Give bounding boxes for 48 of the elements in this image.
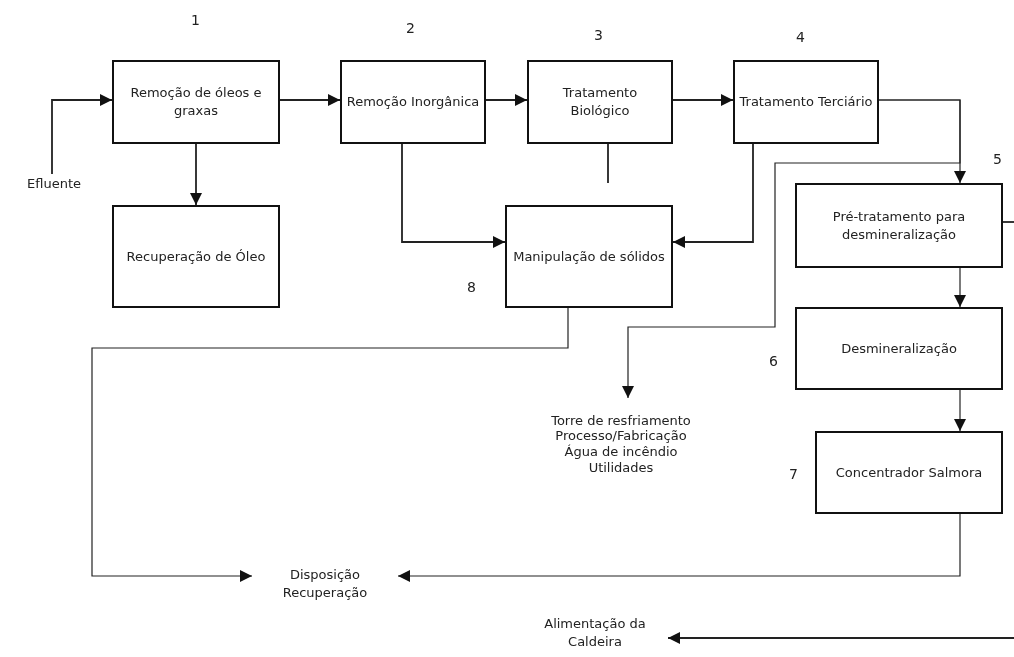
step-number: 3: [594, 27, 603, 43]
flow-label: Alimentação da Caldeira: [543, 615, 647, 651]
process-box: [340, 60, 486, 144]
box-label: Concentrador Salmora: [835, 463, 983, 482]
flow-label: Torre de resfriamento: [551, 412, 691, 429]
connector-line: [1002, 221, 1014, 223]
flow-label: Disposição Recuperação: [281, 566, 369, 602]
step-number: 2: [406, 20, 415, 36]
arrow: [954, 267, 966, 308]
process-box: [795, 183, 1003, 268]
arrow: [51, 94, 113, 175]
flow-label: Processo/Fabricação: [555, 428, 687, 444]
arrow: [622, 99, 961, 399]
box-label: Remoção de óleos e graxas: [129, 84, 263, 120]
step-number: 1: [191, 12, 200, 28]
step-number: 4: [796, 29, 805, 45]
arrow: [672, 94, 734, 106]
box-label: Remoção Inorgânica: [346, 93, 480, 111]
step-number: 7: [789, 466, 798, 482]
box-label: Pré-tratamento para desmineralização: [831, 207, 967, 244]
box-label: Tratamento Biológico: [561, 84, 639, 120]
box-label: Tratamento Terciário: [739, 93, 873, 111]
box-label: Recuperação de Óleo: [126, 247, 266, 266]
box-label: Manipulação de sólidos: [513, 247, 665, 266]
connector-line: [607, 143, 609, 184]
arrow: [954, 389, 966, 432]
flow-label: Água de incêndio: [564, 444, 678, 460]
process-box: [112, 60, 280, 144]
arrow: [485, 94, 528, 106]
process-box: [527, 60, 673, 144]
flow-label: Efluente: [27, 175, 81, 193]
arrow: [667, 632, 1014, 644]
process-box: [733, 60, 879, 144]
process-box: [795, 307, 1003, 390]
arrow: [190, 143, 202, 206]
step-number: 5: [993, 151, 1002, 167]
process-box: [815, 431, 1003, 514]
arrow: [397, 513, 961, 582]
step-number: 6: [769, 353, 778, 369]
arrow: [91, 307, 569, 582]
process-box: [112, 205, 280, 308]
box-label: Desmineralização: [841, 339, 957, 358]
arrow: [401, 143, 506, 248]
flow-label: Utilidades: [588, 459, 654, 476]
process-box: [505, 205, 673, 308]
arrow: [672, 143, 754, 248]
arrow: [279, 94, 341, 106]
step-number: 8: [467, 279, 476, 295]
